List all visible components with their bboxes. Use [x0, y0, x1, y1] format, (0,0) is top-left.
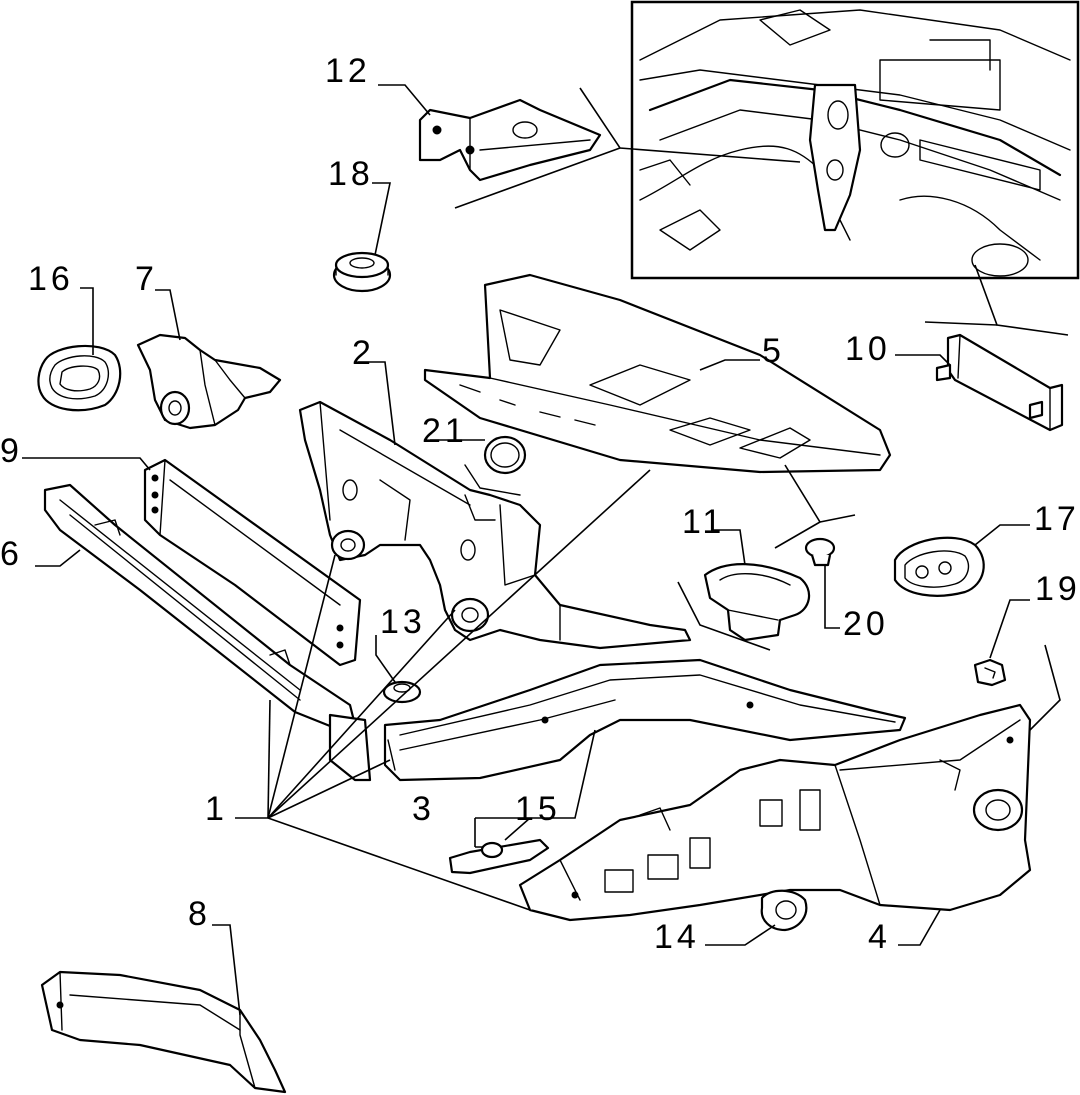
- part-8-bottom-rail: [40, 970, 287, 1094]
- part-21-grommet: [483, 435, 527, 475]
- part-12-bracket: [418, 98, 602, 182]
- callout-2: 2: [352, 334, 375, 372]
- leader-14: [705, 924, 776, 946]
- callout-20: 20: [843, 605, 889, 643]
- callout-8: 8: [188, 895, 211, 933]
- leader-11: [712, 529, 746, 566]
- inset-leader-12b: [454, 147, 621, 209]
- callout-14: 14: [654, 918, 700, 956]
- callout-17: 17: [1034, 500, 1080, 538]
- callout-5: 5: [762, 332, 785, 370]
- leader-15: [504, 817, 531, 841]
- leader-2: [358, 361, 396, 446]
- leader-9: [22, 457, 151, 471]
- leader-7: [155, 289, 181, 341]
- part-16-grommet: [37, 344, 122, 412]
- inset-detail-view: [630, 0, 1080, 280]
- leader-13: [375, 635, 396, 683]
- callout-21: 21: [422, 412, 468, 450]
- part-10-bracket: [935, 333, 1064, 432]
- leader-16: [80, 287, 94, 355]
- leader-19: [989, 599, 1030, 659]
- leader-20: [824, 565, 840, 629]
- part-7-bracket: [136, 333, 282, 430]
- callout-3: 3: [412, 790, 435, 828]
- part-17-grommet: [893, 536, 985, 597]
- part-5-cowl-panel: [423, 273, 892, 474]
- leader-11b: [677, 581, 771, 651]
- leader-10: [895, 354, 951, 366]
- callout-16: 16: [28, 260, 74, 298]
- leader-5b: [784, 464, 856, 523]
- leader-6: [35, 549, 81, 567]
- part-3-lower-rail: [383, 658, 907, 782]
- part-18-grommet: [332, 251, 392, 293]
- part-4-wheel-arch-panel: [518, 703, 1032, 922]
- callout-4: 4: [868, 918, 891, 956]
- leader-8: [212, 924, 241, 1016]
- callout-13: 13: [380, 603, 426, 641]
- leader-5c: [774, 521, 821, 549]
- callout-11: 11: [682, 503, 725, 541]
- part-6-rail: [43, 483, 372, 782]
- part-15-bracket: [448, 838, 550, 875]
- leader-1-fan: [235, 469, 651, 911]
- part-20-clip: [804, 537, 836, 567]
- leader-19b: [1029, 644, 1061, 731]
- callout-7: 7: [135, 260, 158, 298]
- callout-15: 15: [515, 790, 561, 828]
- callout-12: 12: [325, 52, 371, 90]
- leader-21b: [464, 464, 521, 496]
- leader-3b: [475, 729, 596, 819]
- callout-19: 19: [1035, 570, 1080, 608]
- part-2-inner-panel: [298, 400, 692, 650]
- callout-6: 6: [0, 535, 23, 573]
- leader-5: [699, 359, 760, 371]
- callout-9: 9: [0, 432, 23, 470]
- leader-12: [378, 84, 431, 116]
- part-14-clip: [760, 889, 808, 932]
- leader-17: [974, 524, 1030, 546]
- callout-1: 1: [205, 790, 228, 828]
- leader-4: [898, 909, 941, 946]
- part-9-plate: [143, 458, 362, 667]
- callout-18: 18: [328, 155, 374, 193]
- part-19-clip: [973, 658, 1007, 687]
- leader-18: [372, 182, 391, 256]
- inset-leader-10b: [924, 321, 998, 326]
- callout-10: 10: [845, 330, 891, 368]
- part-11-cup: [703, 563, 811, 642]
